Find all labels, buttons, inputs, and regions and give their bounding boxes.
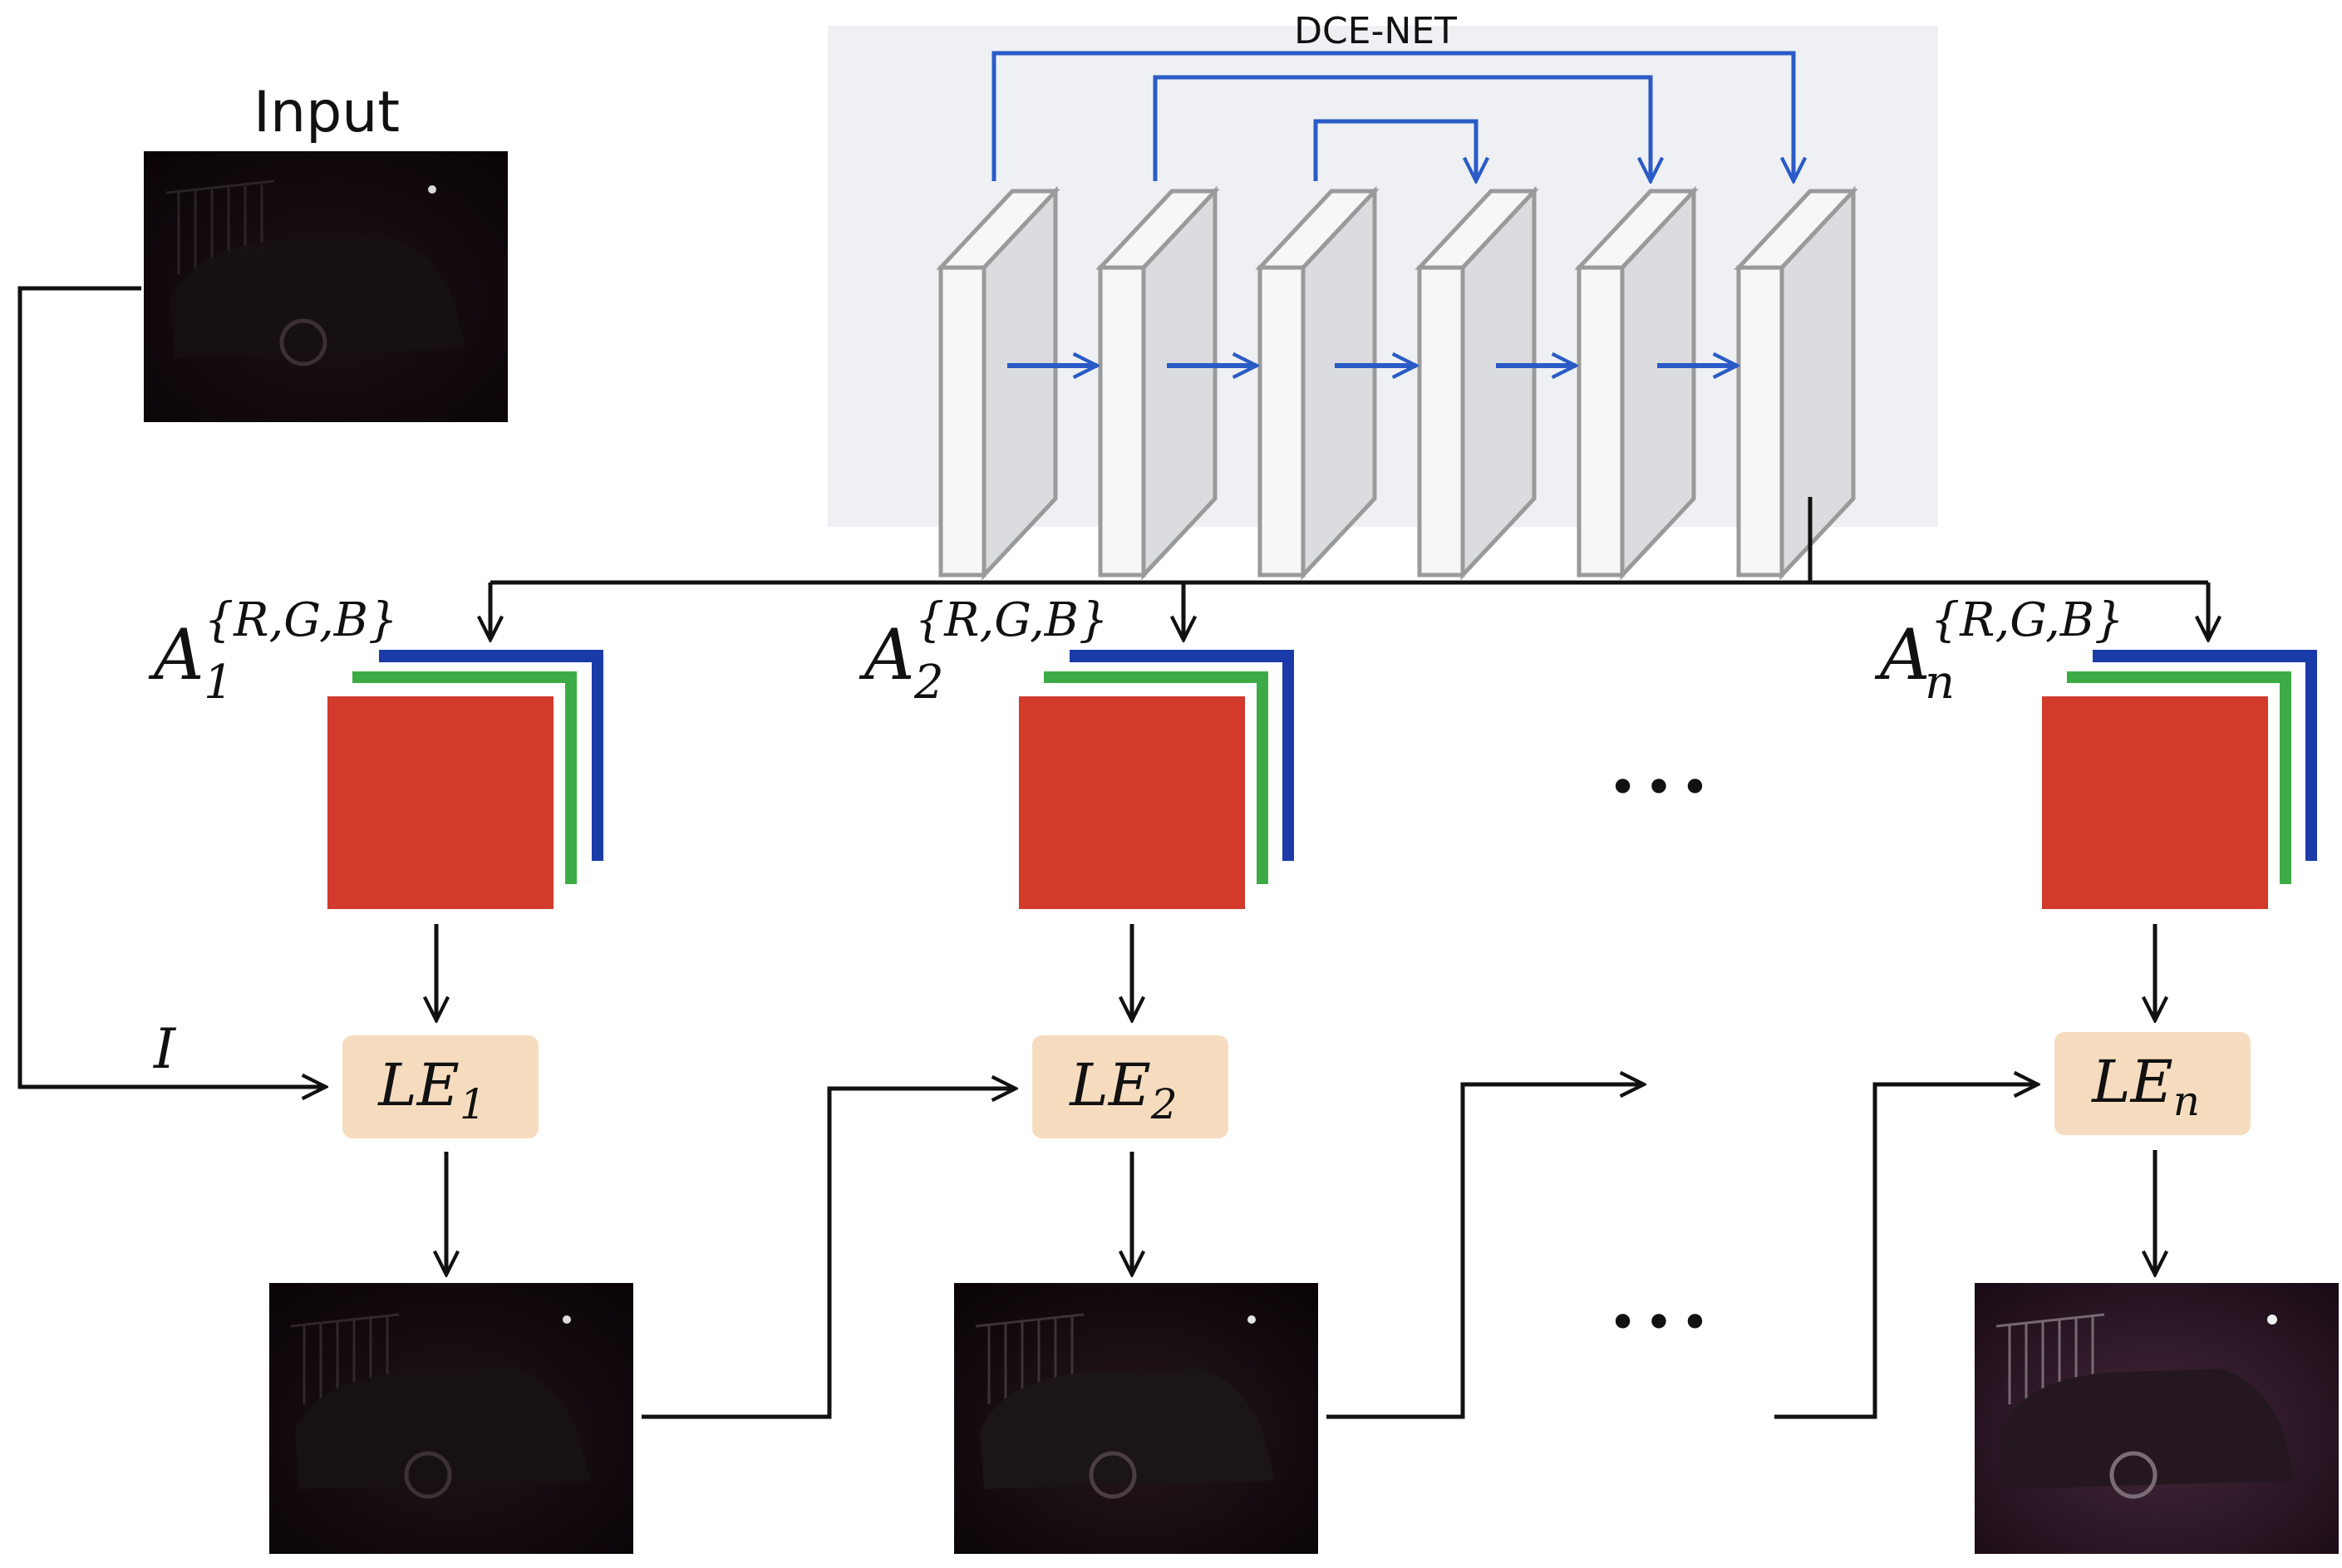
conv-layer-stack bbox=[936, 185, 1858, 581]
input-label: Input bbox=[253, 80, 400, 145]
conv-layer-5 bbox=[1574, 185, 1699, 581]
iteration-link-1 bbox=[642, 1089, 1016, 1419]
input-image bbox=[144, 151, 508, 422]
curve-map-label-1: A{R,G,B}1 bbox=[148, 593, 398, 710]
input-to-le1-line bbox=[17, 286, 326, 1087]
iteration-link-2 bbox=[1326, 1084, 1644, 1419]
le-block-1: LE1 bbox=[342, 1035, 539, 1138]
conv-layer-3 bbox=[1255, 185, 1380, 581]
curve-map-stack-n bbox=[2042, 650, 2317, 909]
curve-map-stack-1 bbox=[327, 650, 603, 909]
curve-map-label-n: A{R,G,B}n bbox=[1874, 593, 2124, 710]
dce-net-label: DCE-NET bbox=[1294, 10, 1457, 52]
skip-connection-inner bbox=[1313, 119, 1476, 181]
output-image-n bbox=[1975, 1283, 2339, 1554]
skip-connection-outer bbox=[991, 51, 1793, 181]
curve-map-stack-2 bbox=[1019, 650, 1294, 909]
output-image-1 bbox=[269, 1283, 633, 1554]
conv-layer-2 bbox=[1095, 185, 1220, 581]
iteration-link-3 bbox=[1774, 1084, 2038, 1419]
svg-text:LE2: LE2 bbox=[1068, 1051, 1177, 1128]
curve-map-label-2: A{R,G,B}2 bbox=[859, 593, 1109, 710]
conv-layer-6 bbox=[1734, 185, 1858, 581]
image-label-i: I bbox=[153, 1017, 177, 1081]
svg-text:LE1: LE1 bbox=[376, 1051, 485, 1128]
output-image-2 bbox=[954, 1283, 1318, 1554]
skip-connection-middle bbox=[1153, 75, 1651, 181]
le-block-2: LE2 bbox=[1032, 1035, 1228, 1138]
ellipsis-bottom: ••• bbox=[1608, 1294, 1716, 1352]
ellipsis-top: ••• bbox=[1608, 759, 1716, 817]
le-block-n: LEn bbox=[2054, 1032, 2251, 1135]
conv-layer-1 bbox=[936, 185, 1060, 581]
svg-text:LEn: LEn bbox=[2090, 1048, 2200, 1125]
conv-layer-4 bbox=[1415, 185, 1539, 581]
